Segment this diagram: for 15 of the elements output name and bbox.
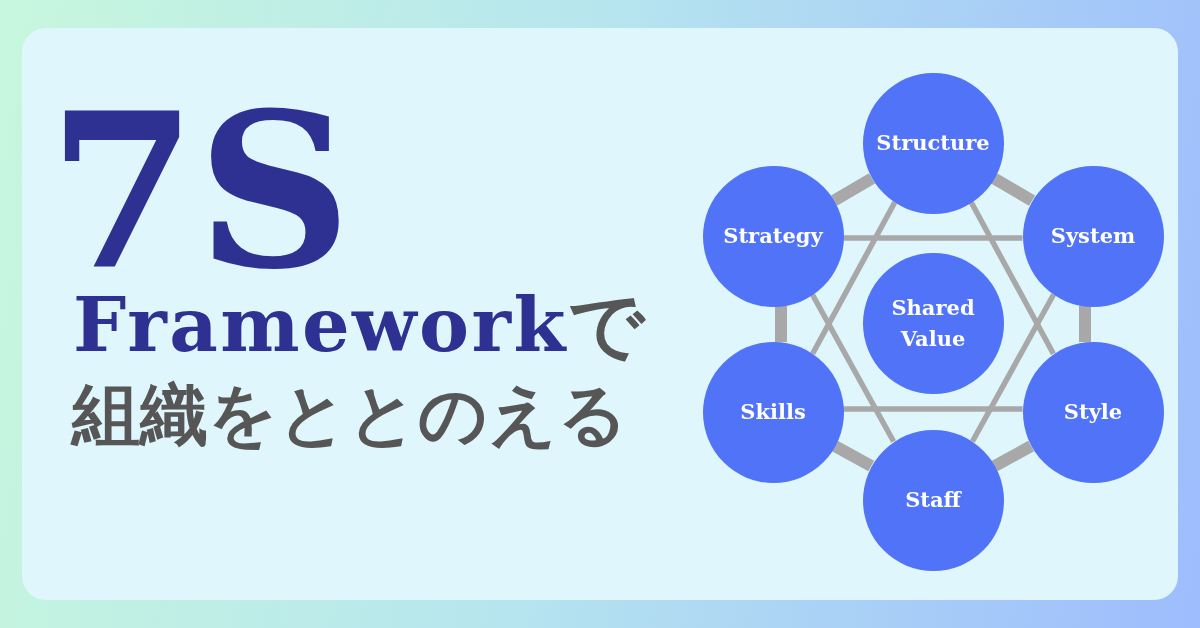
- connector-line: [775, 306, 787, 342]
- connector-line: [843, 235, 1023, 241]
- connector-line: [831, 440, 875, 472]
- connector-line: [991, 440, 1035, 472]
- tagline: 組織をととのえる: [72, 380, 628, 448]
- connector-line: [810, 201, 898, 355]
- subheading: で: [567, 288, 645, 363]
- connector-line: [830, 173, 876, 206]
- connector-line: [970, 293, 1056, 443]
- connector-line: [990, 173, 1036, 206]
- connector-line: [810, 293, 896, 443]
- connector-line: [1079, 306, 1091, 342]
- connector-line: [968, 201, 1056, 355]
- subheading: Framework: [73, 288, 568, 363]
- connector-line: [843, 406, 1023, 412]
